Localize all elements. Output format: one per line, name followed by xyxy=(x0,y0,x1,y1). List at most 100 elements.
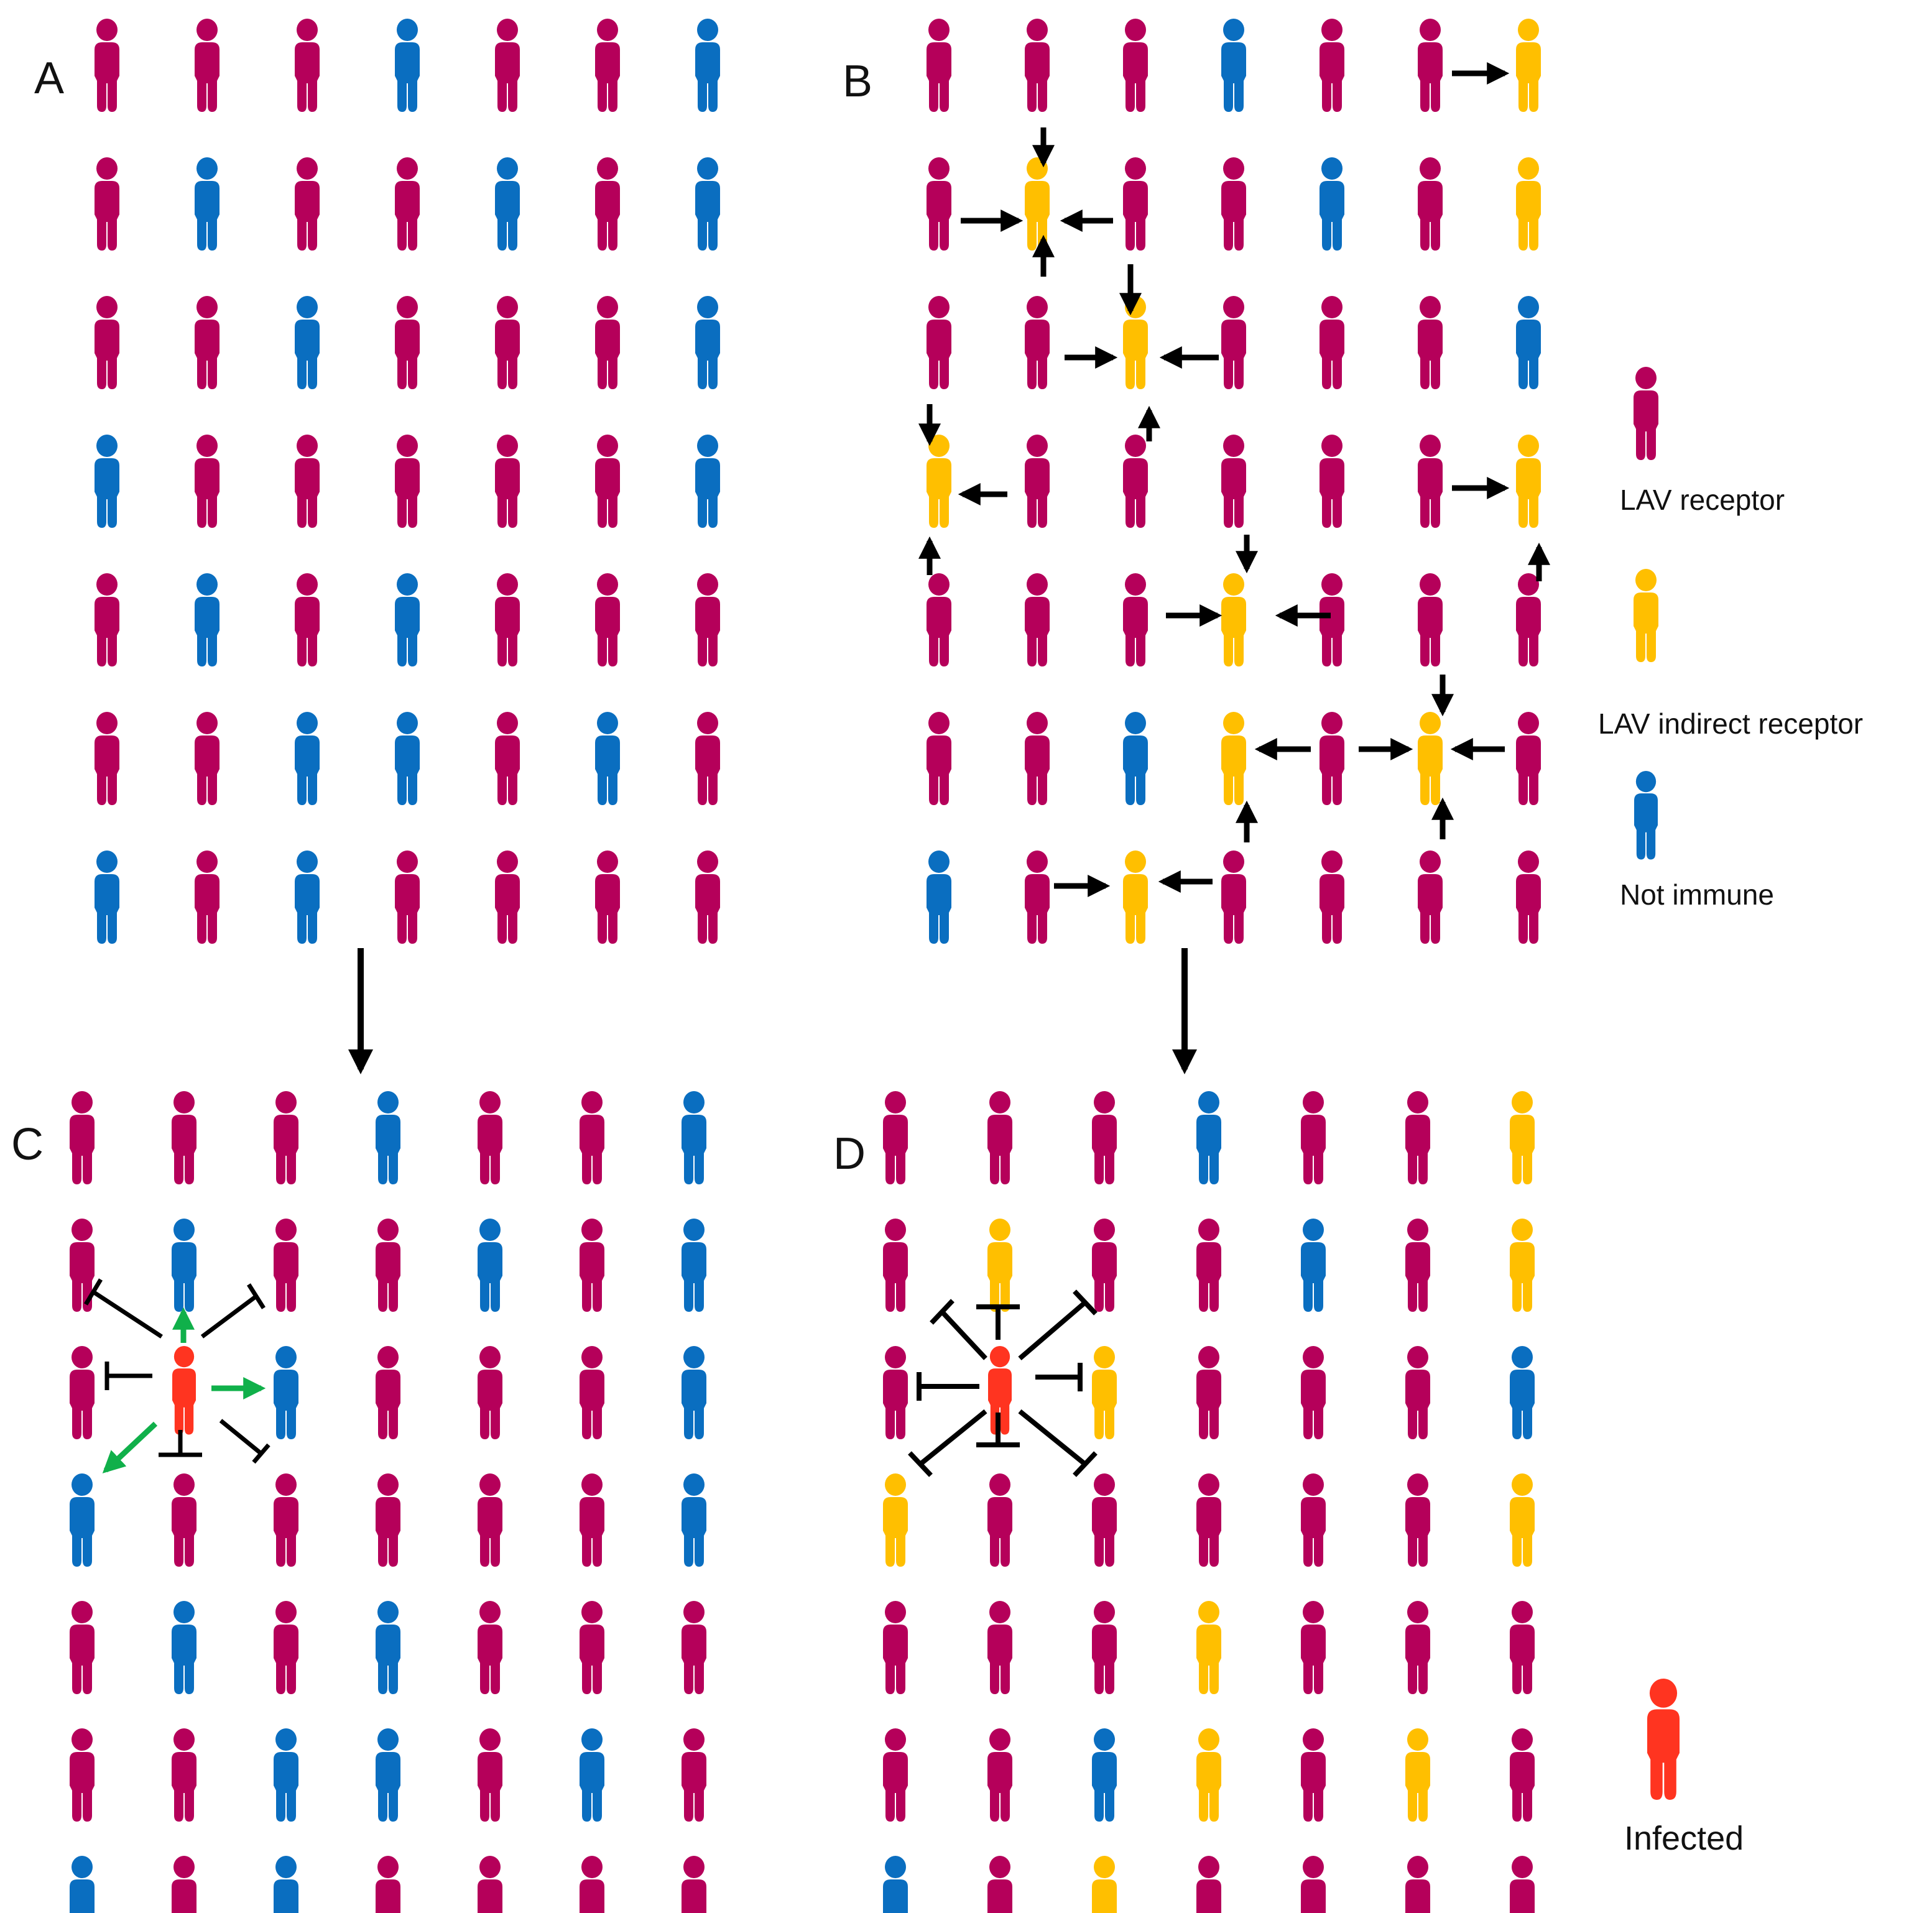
not-immune-person xyxy=(1221,19,1246,112)
lav-receptor-person xyxy=(1405,1219,1430,1312)
lav-receptor-person xyxy=(495,19,520,112)
lav-receptor-person xyxy=(478,1473,502,1567)
legend-receptor-label: LAV receptor xyxy=(1620,484,1785,516)
lav-receptor-person xyxy=(1516,850,1541,944)
lav-receptor-person xyxy=(682,1601,706,1694)
not-immune-person xyxy=(395,573,420,666)
lav-receptor-person xyxy=(987,1728,1012,1822)
lav-receptor-icon xyxy=(1634,367,1658,460)
lav-receptor-person xyxy=(987,1601,1012,1694)
lav-receptor-person xyxy=(1510,1728,1535,1822)
lav-receptor-person xyxy=(1418,435,1443,528)
panel-d-population xyxy=(883,1091,1535,1913)
lav-receptor-person xyxy=(1025,573,1050,666)
lav-receptor-person xyxy=(1123,435,1148,528)
lav-receptor-person xyxy=(1301,1346,1326,1439)
not-immune-person xyxy=(95,850,119,944)
lav-receptor-person xyxy=(70,1601,95,1694)
not-immune-person xyxy=(70,1473,95,1567)
lav-receptor-person xyxy=(274,1473,298,1567)
lav-receptor-person xyxy=(1510,1856,1535,1913)
lav-indirect-receptor-person xyxy=(1418,712,1443,805)
lav-receptor-person xyxy=(495,712,520,805)
lav-receptor-person xyxy=(695,850,720,944)
panel-label-c: C xyxy=(11,1120,44,1169)
not-immune-person xyxy=(274,1856,298,1913)
not-immune-person xyxy=(295,850,320,944)
lav-receptor-person xyxy=(1092,1091,1117,1184)
lav-receptor-person xyxy=(495,435,520,528)
lav-receptor-person xyxy=(70,1728,95,1822)
lav-receptor-person xyxy=(695,712,720,805)
lav-receptor-person xyxy=(172,1473,196,1567)
lav-receptor-person xyxy=(595,19,620,112)
lav-indirect-receptor-person xyxy=(1221,573,1246,666)
lav-receptor-person xyxy=(1025,19,1050,112)
lav-receptor-person xyxy=(987,1091,1012,1184)
lav-receptor-person xyxy=(376,1219,400,1312)
legend-indirect-label: LAV indirect receptor xyxy=(1598,708,1863,740)
lav-receptor-person xyxy=(595,157,620,251)
not-immune-person xyxy=(295,712,320,805)
not-immune-person xyxy=(376,1601,400,1694)
lav-receptor-person xyxy=(1025,850,1050,944)
lav-receptor-person xyxy=(682,1856,706,1913)
lav-receptor-person xyxy=(1418,19,1443,112)
not-immune-person xyxy=(1516,296,1541,389)
lav-receptor-person xyxy=(478,1601,502,1694)
lav-receptor-person xyxy=(1025,435,1050,528)
panel-c-blocked-links xyxy=(83,1278,270,1464)
lav-receptor-person xyxy=(682,1728,706,1822)
lav-receptor-person xyxy=(1418,850,1443,944)
lav-receptor-person xyxy=(1092,1601,1117,1694)
legend-indirect-figure xyxy=(1634,569,1658,662)
lav-receptor-person xyxy=(580,1601,604,1694)
lav-receptor-person xyxy=(1092,1219,1117,1312)
not-immune-person xyxy=(927,850,951,944)
lav-receptor-person xyxy=(1320,850,1344,944)
lav-receptor-person xyxy=(1196,1856,1221,1913)
not-immune-person xyxy=(883,1856,908,1913)
lav-receptor-person xyxy=(1025,296,1050,389)
lav-receptor-person xyxy=(1320,296,1344,389)
panel-d-blocked-links xyxy=(908,1289,1098,1477)
not-immune-person xyxy=(695,296,720,389)
not-immune-icon xyxy=(1634,771,1658,860)
not-immune-person xyxy=(695,19,720,112)
lav-receptor-person xyxy=(927,19,951,112)
lav-receptor-person xyxy=(195,712,220,805)
not-immune-person xyxy=(274,1728,298,1822)
lav-indirect-receptor-person xyxy=(1510,1219,1535,1312)
lav-receptor-person xyxy=(195,435,220,528)
lav-receptor-person xyxy=(1320,435,1344,528)
lav-receptor-person xyxy=(1418,573,1443,666)
lav-receptor-person xyxy=(883,1346,908,1439)
not-immune-person xyxy=(172,1601,196,1694)
lav-indirect-receptor-person xyxy=(987,1219,1012,1312)
not-immune-person xyxy=(682,1219,706,1312)
not-immune-person xyxy=(1510,1346,1535,1439)
lav-receptor-person xyxy=(1221,157,1246,251)
lav-receptor-person xyxy=(1123,157,1148,251)
lav-receptor-person xyxy=(927,712,951,805)
lav-receptor-person xyxy=(274,1091,298,1184)
lav-indirect-receptor-person xyxy=(1123,850,1148,944)
lav-receptor-person xyxy=(395,850,420,944)
lav-receptor-person xyxy=(883,1219,908,1312)
lav-receptor-person xyxy=(1320,573,1344,666)
not-immune-person xyxy=(478,1219,502,1312)
lav-receptor-person xyxy=(580,1219,604,1312)
infected-person xyxy=(172,1346,196,1435)
lav-receptor-person xyxy=(1092,1473,1117,1567)
lav-receptor-person xyxy=(595,573,620,666)
lav-receptor-person xyxy=(1320,712,1344,805)
lav-receptor-person xyxy=(395,435,420,528)
lav-receptor-person xyxy=(1221,850,1246,944)
not-immune-person xyxy=(376,1728,400,1822)
lav-receptor-person xyxy=(883,1601,908,1694)
not-immune-person xyxy=(595,712,620,805)
not-immune-person xyxy=(376,1091,400,1184)
lav-receptor-person xyxy=(580,1346,604,1439)
lav-receptor-person xyxy=(478,1728,502,1822)
